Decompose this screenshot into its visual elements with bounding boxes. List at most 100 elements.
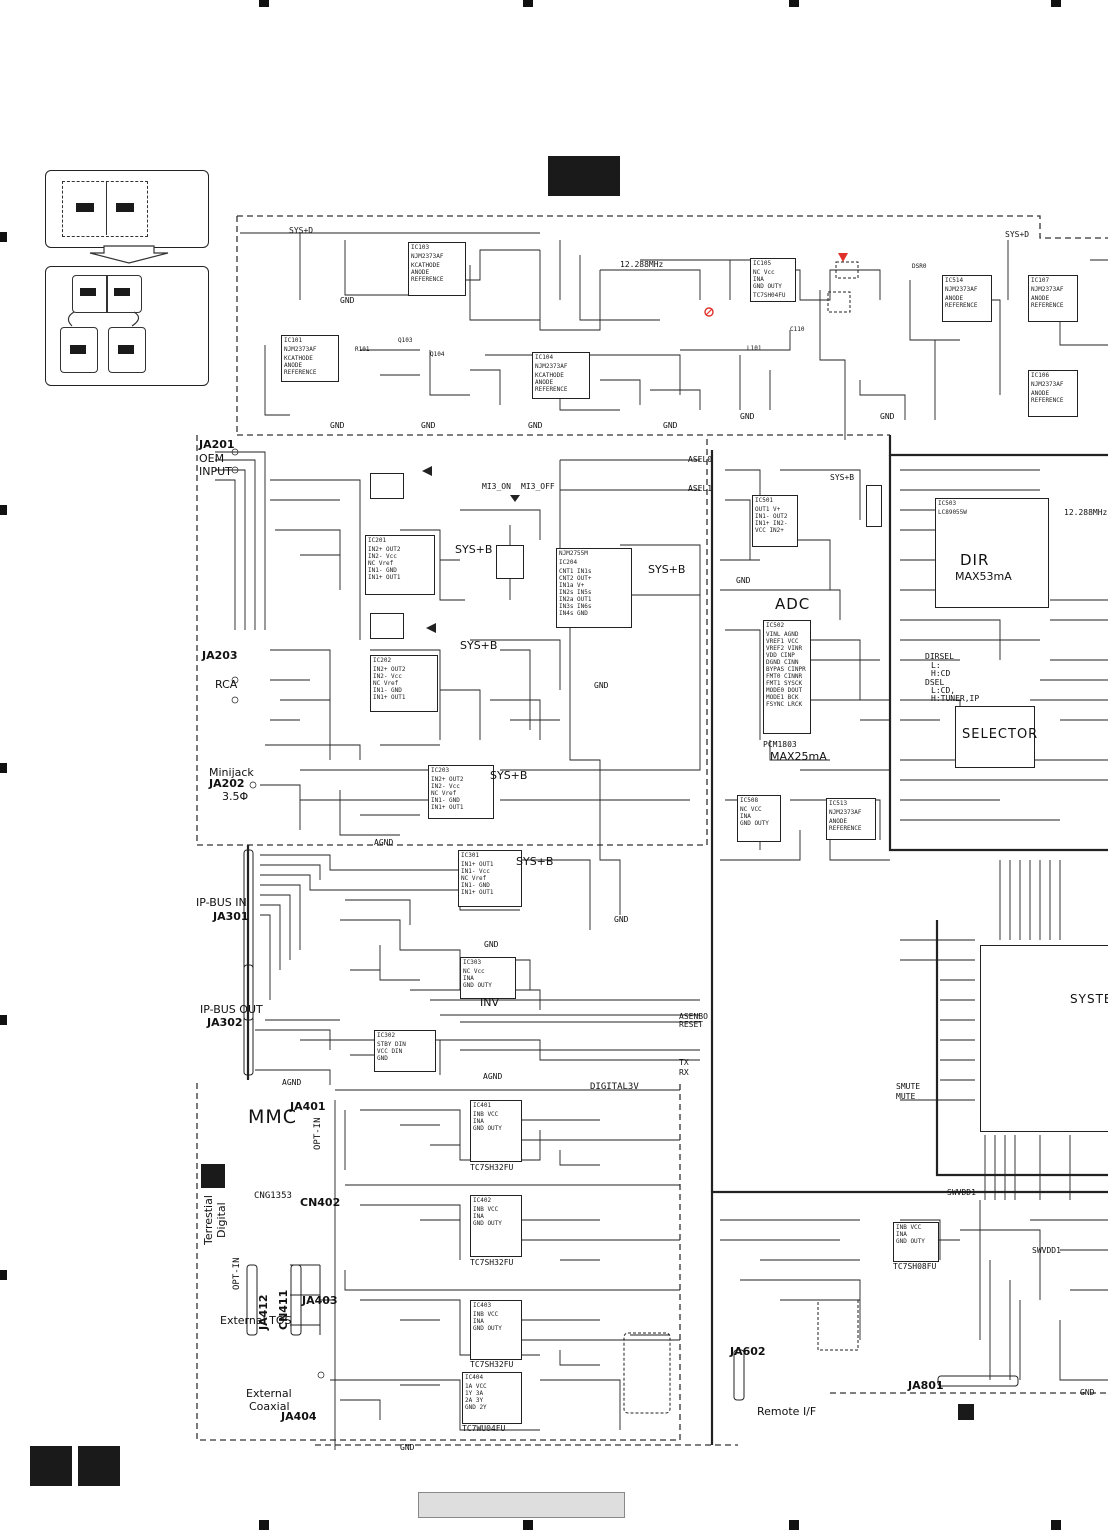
gnd-label-7: GND [880, 412, 895, 421]
component-label-dsr0: DSR0 [912, 263, 927, 270]
component-label-c110: C110 [790, 326, 805, 333]
sys5b-label-5: SYS+B [648, 563, 686, 576]
registration-mark-left-5 [0, 1270, 7, 1280]
system-label: SYSTEM [1070, 992, 1108, 1006]
switch-ic [496, 545, 524, 579]
ic602-part: TC7SH08FU [893, 1262, 937, 1271]
gnd-label-3: GND [421, 421, 436, 430]
remote-if-label: Remote I/F [757, 1405, 817, 1418]
sys5b-label-3: SYS+B [490, 769, 528, 782]
ic402-part: TC7SH32FU [470, 1258, 514, 1267]
section-marker-a [201, 1164, 225, 1188]
opt-in-label: OPT-IN [232, 1257, 242, 1290]
page-number-block-1 [30, 1446, 72, 1486]
ja404-label: JA404 [281, 1410, 317, 1423]
agnd-label-1: AGND [282, 1078, 302, 1087]
tx-label: TX [679, 1058, 689, 1067]
ic401-part: TC7SH32FU [470, 1163, 514, 1172]
ja202-label: JA202 [209, 777, 245, 790]
registration-mark-left-3 [0, 763, 7, 773]
registration-mark-left-4 [0, 1015, 7, 1025]
inv-label: INV [480, 996, 499, 1009]
crystal-freq-label: 12.288MHz [620, 260, 664, 269]
max25ma-label: MAX25mA [770, 750, 827, 763]
ic601 [980, 945, 1108, 1132]
registration-mark-top-2 [523, 0, 533, 7]
registration-mark-left-2 [0, 505, 7, 515]
ja203-label: JA203 [202, 649, 238, 662]
mute-label: MUTE [896, 1092, 916, 1101]
relay-lower [370, 613, 404, 639]
pin-header-dir [866, 485, 882, 527]
registration-mark-bottom-3 [789, 1520, 799, 1530]
swvdd1-label-2: SWVDD1 [1032, 1246, 1061, 1255]
gnd-label-5: GND [663, 421, 678, 430]
sys5b-label-6: SYS+B [830, 473, 855, 482]
ja401-label: JA401 [290, 1100, 326, 1113]
ja201-label: JA201 [199, 438, 235, 451]
sys5b-label-1: SYS+B [455, 543, 493, 556]
dirsel-note-2: H:CD [931, 669, 951, 678]
page-layout-legend-bottom [45, 266, 209, 386]
ipbus-in-label: IP-BUS IN [196, 896, 247, 909]
adc-label: ADC [775, 595, 811, 613]
ja602-label: JA602 [730, 1345, 766, 1358]
gnd-label-8: GND [736, 576, 751, 585]
dirsel-note-3: DSEL [925, 678, 945, 687]
gnd-label-12: GND [400, 1443, 415, 1452]
mic-on-label: MI3_ON [482, 482, 511, 491]
oem-label: OEM [199, 452, 225, 465]
cn402-label: CN402 [300, 1196, 341, 1209]
ic502-part: PCM1803 [763, 740, 797, 749]
opt-in-label-mmc: OPT-IN [313, 1117, 323, 1150]
max53ma-label: MAX53mA [955, 570, 1012, 583]
sys5d-right-label: SYS+D [1005, 230, 1030, 239]
relay-upper [370, 473, 404, 499]
footer-caption-box [418, 1492, 625, 1518]
component-label-r101: R101 [355, 346, 370, 353]
terrestrial-label: Terrestial [202, 1195, 215, 1245]
registration-mark-bottom-1 [259, 1520, 269, 1530]
ic506 [955, 706, 1035, 768]
registration-mark-top-4 [1051, 0, 1061, 7]
component-label-q104: Q104 [430, 351, 445, 358]
agnd-label-2: AGND [483, 1072, 503, 1081]
swvdd1-label: SWVDD1 [947, 1188, 976, 1197]
ic404-part: TC7WU04FU [462, 1424, 506, 1433]
registration-mark-left-1 [0, 232, 7, 242]
selector-label: SELECTOR [962, 727, 1039, 742]
crystal-freq-label-2: 12.288MHz [1064, 508, 1108, 517]
size35-label: 3.5Φ [222, 790, 249, 803]
rca-label: RCA [215, 678, 238, 691]
mic-off-label: MI3_OFF [521, 482, 555, 491]
dirsel-note-1: L: [931, 661, 941, 670]
ja302-label: JA302 [207, 1016, 243, 1029]
registration-mark-top-1 [259, 0, 269, 7]
sys5b-label-2: SYS+B [460, 639, 498, 652]
asel0-label: ASEL0 [688, 455, 713, 464]
asenbo-label: ASENBO [679, 1012, 708, 1021]
digital-label: Digital [215, 1202, 228, 1238]
dirsel-note-5: H:TUNER,IP [931, 694, 980, 703]
section-marker-b [958, 1404, 974, 1420]
agnd-label-3: AGND [374, 838, 394, 847]
section-title-block [548, 156, 620, 196]
reset-label: RESET [679, 1020, 704, 1029]
gnd-label-10: GND [614, 915, 629, 924]
